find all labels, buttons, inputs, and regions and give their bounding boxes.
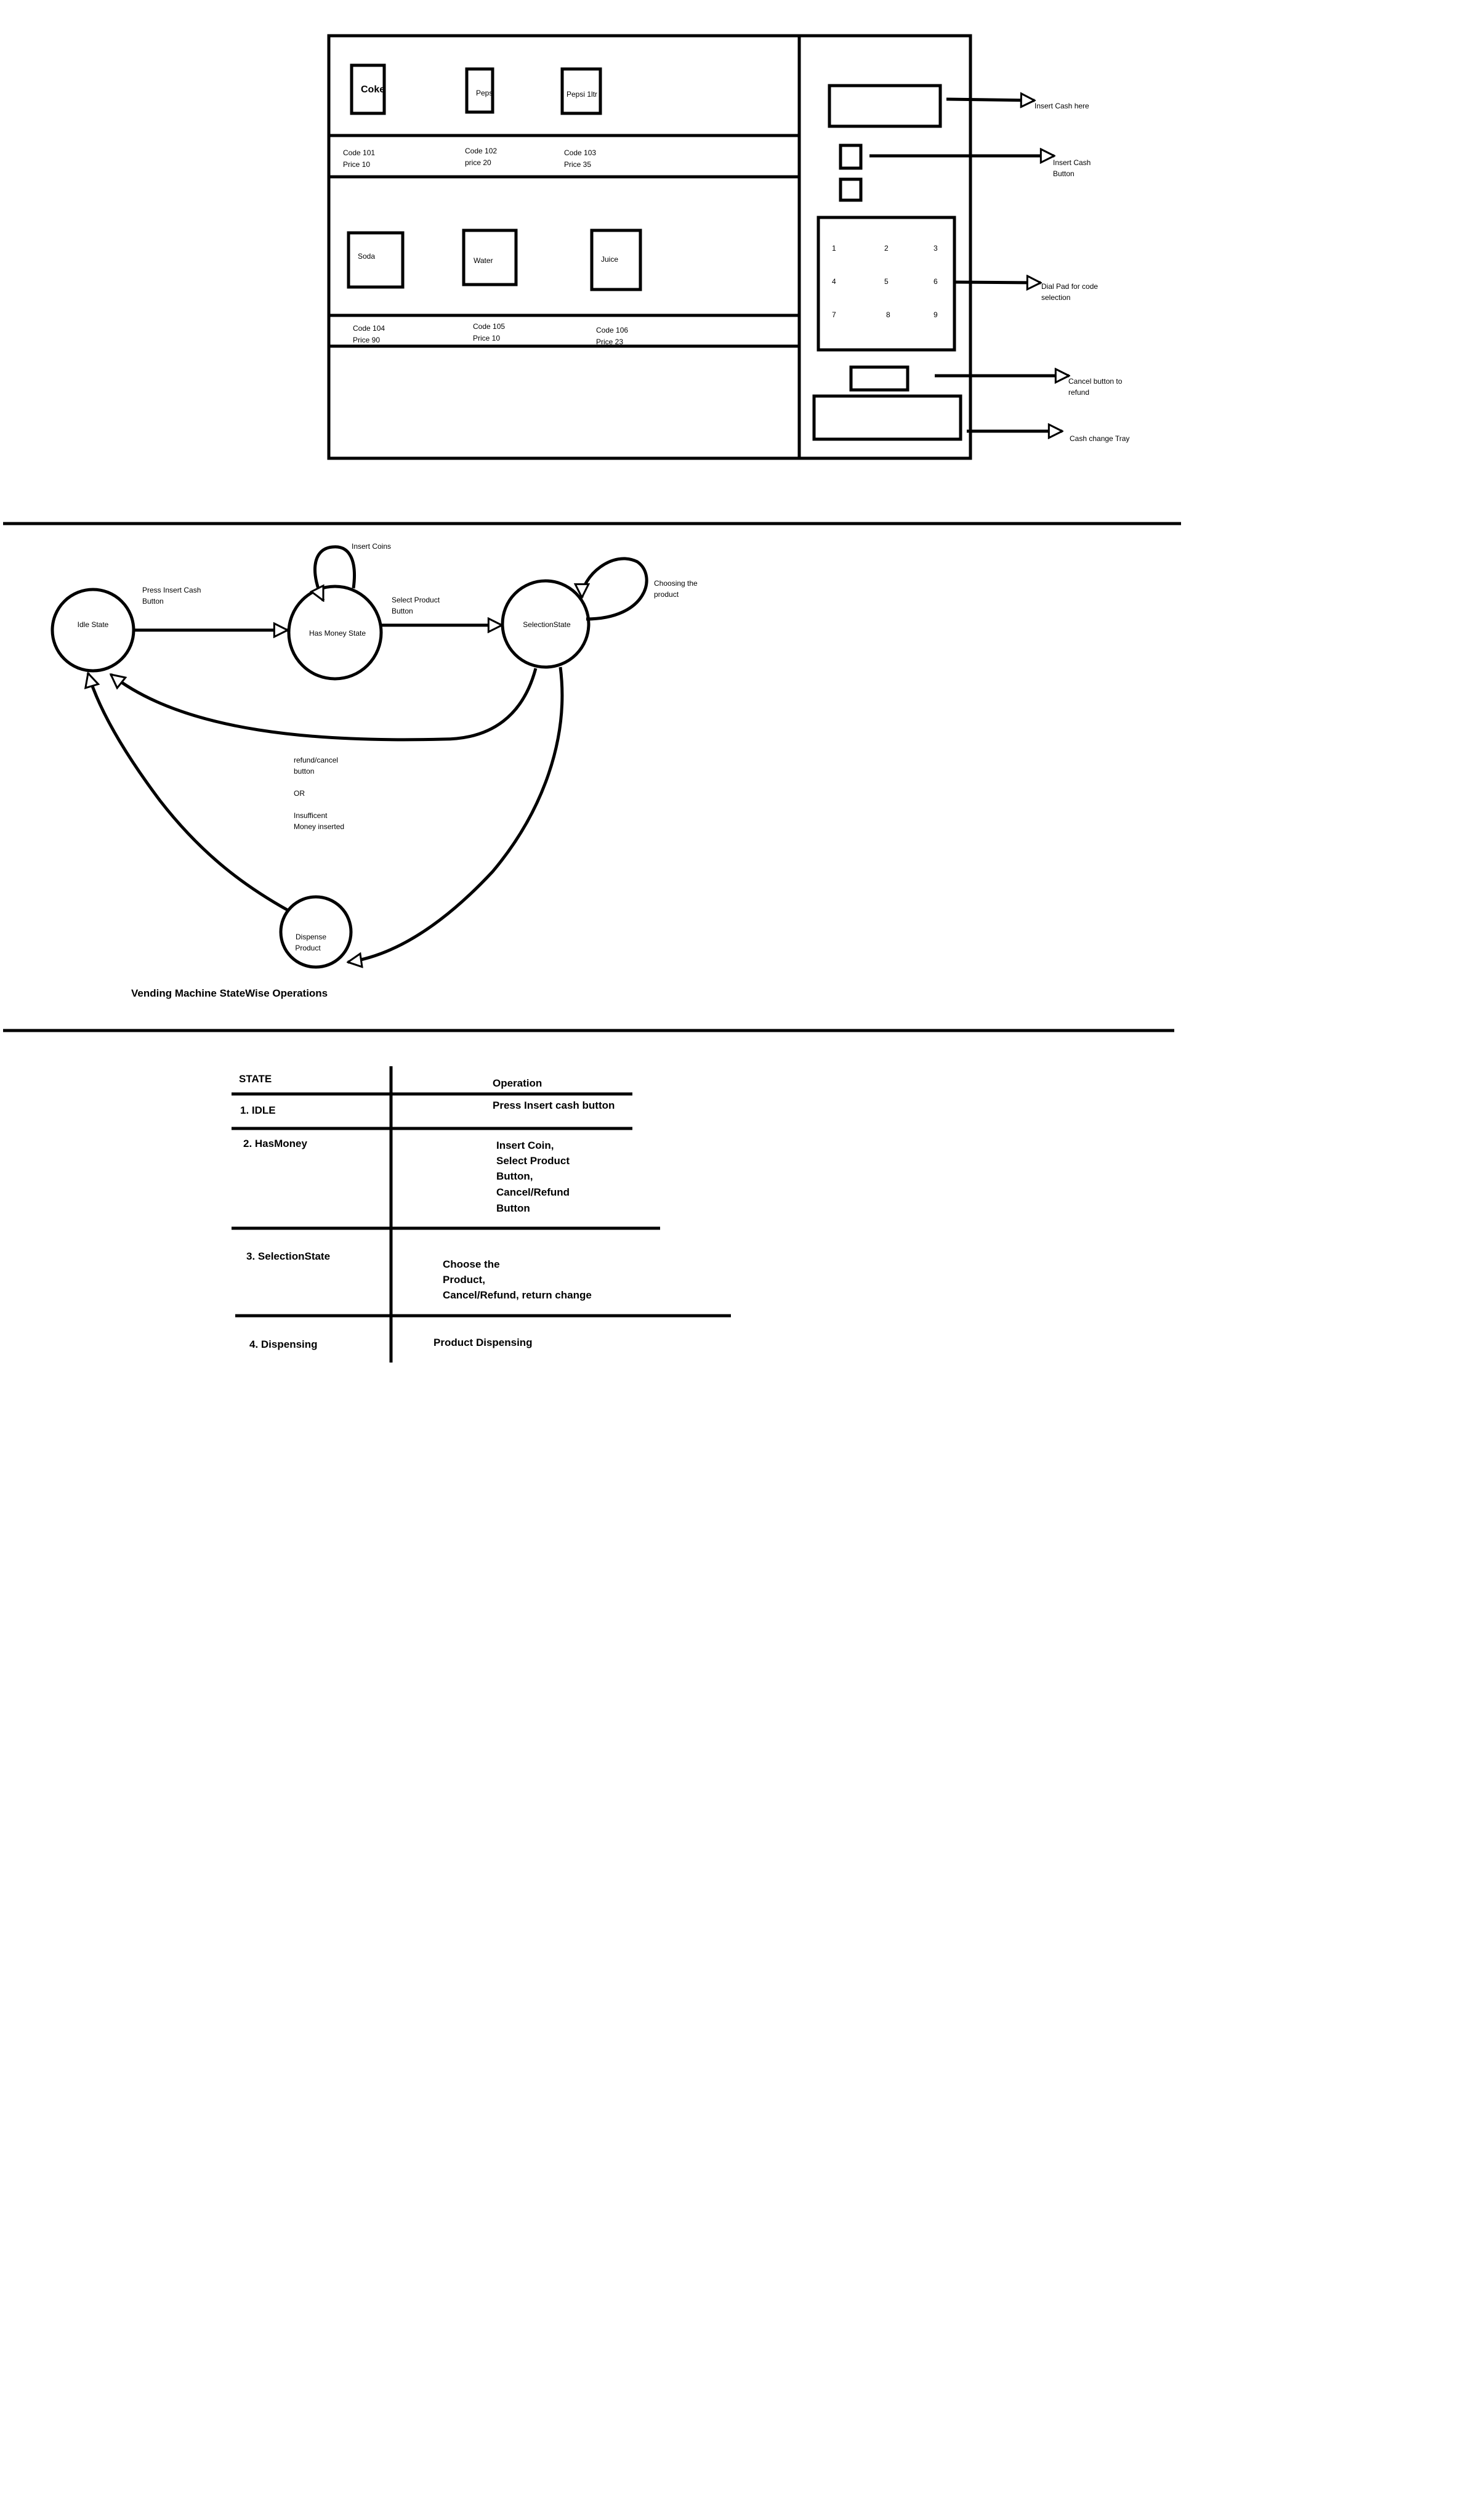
product-box-pepsi-1ltr xyxy=(560,67,602,115)
table-state-cell: 4. Dispensing xyxy=(249,1339,318,1350)
table-labels: STATE Operation 1. IDLE Press Insert cas… xyxy=(239,1073,615,1350)
product-code: Code 102 xyxy=(465,147,497,155)
keypad-key[interactable]: 1 xyxy=(832,244,836,253)
product-price: Price 10 xyxy=(343,160,370,169)
product-box-soda xyxy=(347,231,405,289)
transition-selection-to-idle xyxy=(111,668,538,742)
table-operation-cell: Select Product xyxy=(496,1155,570,1167)
keypad-key[interactable]: 7 xyxy=(832,310,836,319)
product-name: Juice xyxy=(601,255,618,264)
transition-label: Choosing the xyxy=(654,579,698,588)
cash-change-tray[interactable] xyxy=(812,394,962,441)
product-code: Code 104 xyxy=(353,324,385,333)
table-operation-cell: Cancel/Refund, return change xyxy=(443,1289,592,1301)
state-label: Idle State xyxy=(78,620,109,629)
transition-label: Button xyxy=(392,607,413,615)
table-header-state: STATE xyxy=(239,1073,272,1085)
annotation-insert-cash-button: Button xyxy=(1053,169,1075,178)
transition-selection-to-dispense xyxy=(348,666,564,962)
product-code: Code 103 xyxy=(564,148,596,157)
product-code: Code 105 xyxy=(473,322,505,331)
keypad-key[interactable]: 5 xyxy=(884,277,889,286)
self-loop-insert-coins xyxy=(315,545,356,601)
arrow-insert-cash xyxy=(946,99,1034,100)
table-operation-cell: Cancel/Refund xyxy=(496,1186,570,1198)
arrow-dial-pad xyxy=(955,282,1041,283)
state-idle xyxy=(50,588,135,673)
annotation-change-tray: Cash change Tray xyxy=(1070,434,1129,443)
annotation-cancel: Cancel button to xyxy=(1068,377,1123,386)
product-box-coke xyxy=(350,63,386,115)
self-loop-choosing xyxy=(582,557,648,621)
product-name: Soda xyxy=(358,252,375,261)
keypad-key[interactable]: 8 xyxy=(886,310,890,319)
insert-cash-button[interactable] xyxy=(839,144,863,170)
table-state-cell: 2. HasMoney xyxy=(243,1138,307,1149)
table-operation-cell: Product, xyxy=(443,1274,485,1286)
state-operation-table xyxy=(232,1066,731,1363)
transition-label: refund/cancel xyxy=(294,756,338,764)
product-name: Pepsi xyxy=(476,89,494,97)
annotation-cancel: refund xyxy=(1068,388,1089,397)
table-operation-cell: Insert Coin, xyxy=(496,1140,554,1151)
keypad-key[interactable]: 2 xyxy=(884,244,889,253)
product-name: Water xyxy=(474,256,493,265)
product-code: Code 101 xyxy=(343,148,375,157)
machine-body xyxy=(327,34,972,460)
keypad-key[interactable]: 4 xyxy=(832,277,836,286)
state-label: SelectionState xyxy=(523,620,571,629)
annotation-dial-pad: Dial Pad for code xyxy=(1041,282,1098,291)
transition-label: Insert Coins xyxy=(352,542,391,551)
annotation-insert-cash: Insert Cash here xyxy=(1034,102,1089,110)
keypad-key[interactable]: 3 xyxy=(934,244,938,253)
table-operation-cell: Product Dispensing xyxy=(434,1337,533,1348)
cash-slot[interactable] xyxy=(828,84,942,128)
state-diagram xyxy=(50,545,648,969)
annotation-insert-cash-button: Insert Cash xyxy=(1053,158,1091,167)
transition-label: Money inserted xyxy=(294,822,344,831)
table-operation-cell: Choose the xyxy=(443,1258,500,1270)
state-label: Has Money State xyxy=(309,629,366,638)
product-name: Pepsi 1ltr xyxy=(567,90,597,99)
transition-label: Button xyxy=(142,597,164,605)
dial-pad[interactable] xyxy=(817,216,956,352)
annotation-dial-pad: selection xyxy=(1041,293,1070,302)
state-label: Product xyxy=(295,944,321,952)
transition-dispense-to-idle xyxy=(88,673,289,912)
table-operation-cell: Button xyxy=(496,1202,530,1214)
vending-machine-sketch xyxy=(327,34,1069,460)
product-price: Price 90 xyxy=(353,336,380,344)
diagram-caption: Vending Machine StateWise Operations xyxy=(131,987,328,999)
table-header-operation: Operation xyxy=(493,1077,542,1089)
table-state-cell: 3. SelectionState xyxy=(246,1250,330,1262)
table-operation-cell: Press Insert cash button xyxy=(493,1100,615,1111)
transition-label: product xyxy=(654,590,679,599)
cancel-refund-button[interactable] xyxy=(849,365,909,392)
transition-label: Select Product xyxy=(392,596,440,604)
product-price: Price 23 xyxy=(596,338,623,346)
transition-label: OR xyxy=(294,789,305,798)
transition-label: Press Insert Cash xyxy=(142,586,201,594)
product-box-juice xyxy=(590,229,642,291)
transition-label: button xyxy=(294,767,314,776)
product-box-pepsi xyxy=(465,67,494,114)
state-label: Dispense xyxy=(296,933,326,941)
second-button[interactable] xyxy=(839,177,863,202)
state-diagram-labels: Idle State Has Money State SelectionStat… xyxy=(78,542,698,999)
table-state-cell: 1. IDLE xyxy=(240,1104,276,1116)
machine-labels: Coke Pepsi Pepsi 1ltr Soda Water Juice C… xyxy=(343,84,1129,443)
product-price: Price 35 xyxy=(564,160,591,169)
table-operation-cell: Button, xyxy=(496,1170,533,1182)
keypad-key[interactable]: 6 xyxy=(934,277,938,286)
product-name: Coke xyxy=(361,84,385,95)
product-code: Code 106 xyxy=(596,326,628,334)
state-dispense xyxy=(279,895,353,969)
product-box-water xyxy=(462,229,518,286)
keypad-key[interactable]: 9 xyxy=(934,310,938,319)
product-price: Price 10 xyxy=(473,334,500,342)
product-price: price 20 xyxy=(465,158,491,167)
transition-label: Insufficent xyxy=(294,811,328,820)
